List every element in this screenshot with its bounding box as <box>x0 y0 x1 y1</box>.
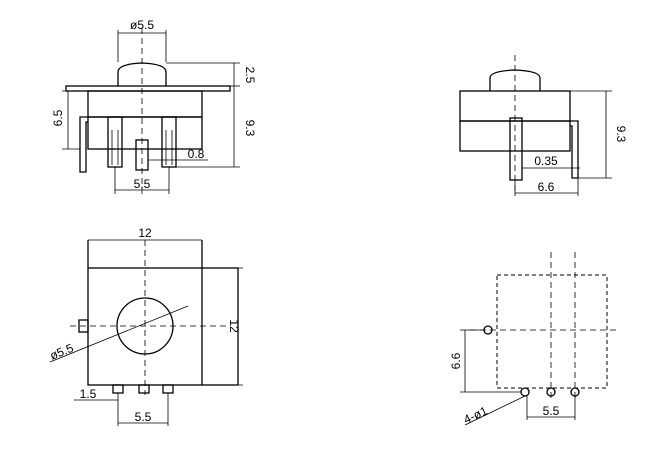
pcb-outline <box>496 274 608 389</box>
dim-top-width: 12 <box>138 226 152 240</box>
dim-pcb-holes: 4-ø1 <box>461 403 490 426</box>
dim-front-body-height: 6.5 <box>51 109 65 126</box>
front-pin-right <box>161 116 177 168</box>
dim-top-knob-diameter: ø5.5 <box>48 341 76 363</box>
side-tab <box>570 120 579 179</box>
pcb-hole-2 <box>546 387 556 397</box>
pcb-hole-1 <box>520 387 530 397</box>
front-view: ø5.5 2.5 9.3 6.5 0.8 5.5 <box>51 18 257 195</box>
front-top-plate <box>65 85 231 92</box>
dim-front-pin-pitch: 5.5 <box>134 177 151 191</box>
dim-front-total-height: 9.3 <box>243 120 257 137</box>
dim-top-pin-offset: 1.5 <box>80 387 97 401</box>
front-pin-left <box>107 116 123 168</box>
front-pin-center <box>135 139 149 171</box>
dim-front-knob-diameter: ø5.5 <box>130 18 154 32</box>
dim-side-total-height: 9.3 <box>614 126 628 143</box>
top-pin-1 <box>112 384 124 394</box>
dim-front-pin-width: 0.8 <box>188 147 205 161</box>
front-side-tab <box>79 116 88 173</box>
side-lower-housing <box>459 120 571 152</box>
top-outline <box>87 267 239 386</box>
dim-side-pin-offset: 6.6 <box>538 180 555 194</box>
top-side-tab <box>78 319 89 333</box>
dim-top-pin-pitch: 5.5 <box>135 410 152 424</box>
dim-side-pin-thickness: 0.35 <box>534 154 558 168</box>
side-pin <box>509 117 523 181</box>
top-view: 12 12 ø5.5 1.5 5.5 <box>48 226 243 426</box>
pcb-layout: 6.6 4-ø1 5.5 <box>449 252 620 427</box>
dim-pcb-row-spacing: 6.6 <box>449 352 463 369</box>
front-lower-housing <box>87 116 203 150</box>
dim-front-knob-height: 2.5 <box>243 67 257 84</box>
front-body <box>87 90 203 118</box>
top-pin-2 <box>138 384 150 394</box>
dim-top-depth: 12 <box>227 319 241 333</box>
top-pin-3 <box>162 384 174 394</box>
side-view: 9.3 0.35 6.6 <box>459 55 628 196</box>
dim-pcb-hole-pitch: 5.5 <box>543 404 560 418</box>
